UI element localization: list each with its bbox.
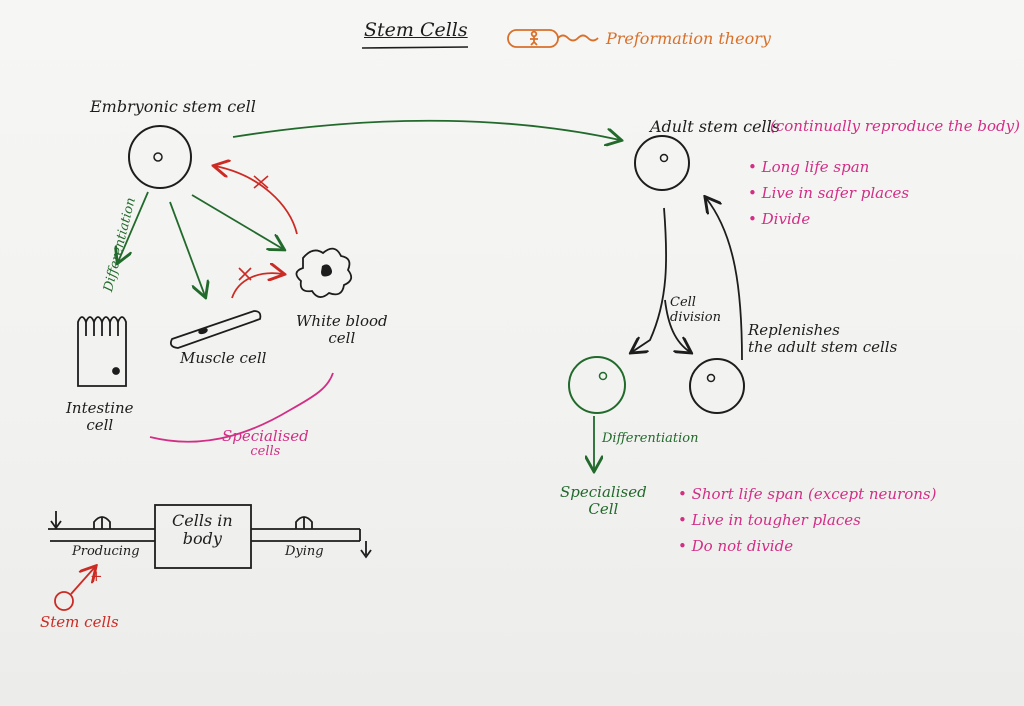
specialised-cell-label: Specialised Cell (560, 483, 647, 519)
daughter-cell-specialising (568, 356, 626, 414)
arrow-replenishes (706, 198, 743, 361)
muscle-cell-label: Muscle cell (180, 349, 267, 367)
white-blood-cell-label: White blood cell (296, 312, 388, 348)
dying-label: Dying (285, 544, 324, 559)
cells-in-body-label: Cells in body (172, 511, 233, 549)
cells-in-body-line1: Cells in (172, 511, 233, 530)
replenishes-label: Replenishes the adult stem cells (748, 321, 898, 357)
arrow-division-right (664, 299, 690, 352)
intestine-label-line1: Intestine (66, 399, 134, 417)
adult-trait-item: • Live in safer places (748, 184, 910, 202)
arrow-to-white-blood (191, 194, 283, 249)
arrow-to-intestine (118, 191, 149, 262)
embryonic-stem-cell (128, 125, 192, 189)
arrow-division-left (632, 207, 668, 352)
cell-division-label: Cell division (670, 295, 722, 326)
arrow-to-muscle (169, 201, 205, 296)
replenishes-line2: the adult stem cells (748, 338, 898, 357)
specialised-cells-label: Specialised cells (222, 427, 309, 460)
adult-stem-cells-label: Adult stem cells (650, 117, 780, 136)
specialised-trait-item: • Live in tougher places (678, 511, 861, 529)
replenishes-line1: Replenishes (748, 321, 840, 339)
muscle-cell (169, 310, 262, 349)
producing-label: Producing (72, 544, 140, 559)
stem-cells-label: Stem cells (40, 613, 119, 631)
adult-traits-list: • Long life span • Live in safer places … (748, 158, 909, 236)
specialised-cell-line1: Specialised (560, 483, 647, 501)
blocked-arrow-muscle-to-white-blood (231, 268, 283, 299)
cell-division-line1: Cell (670, 295, 696, 310)
blocked-arrow-to-embryonic (215, 166, 298, 235)
specialised-trait-item: • Short life span (except neurons) (678, 485, 937, 503)
stem-cells-feed (54, 567, 95, 611)
embryonic-stem-cell-label: Embryonic stem cell (90, 97, 256, 116)
specialised-cells-line2: cells (250, 444, 281, 460)
intestine-cell-label: Intestine cell (66, 399, 134, 435)
specialised-traits-list: • Short life span (except neurons) • Liv… (678, 485, 937, 563)
adult-trait-item: • Long life span (748, 158, 870, 176)
specialised-cells-line1: Specialised (222, 427, 309, 445)
white-blood-label-line1: White blood (296, 312, 388, 330)
specialised-cells-bracket (149, 372, 334, 443)
preformation-theory-label: Preformation theory (606, 29, 771, 48)
page-title: Stem Cells (364, 19, 468, 41)
intestine-cell (77, 316, 127, 387)
cell-division-line2: division (670, 309, 722, 325)
title-underline (361, 46, 469, 49)
adult-trait-item: • Divide (748, 210, 811, 228)
differentiation-label-right: Differentiation (602, 431, 699, 446)
adult-stem-cells-note: (continually reproduce the body) (770, 117, 1020, 135)
cells-in-body-line2: body (182, 529, 222, 549)
daughter-cell-stem (689, 358, 745, 414)
white-blood-label-line2: cell (328, 329, 356, 348)
intestine-label-line2: cell (86, 416, 114, 435)
specialised-cell-line2: Cell (588, 500, 619, 519)
flow-pipe (48, 504, 372, 569)
white-blood-cell (295, 247, 353, 298)
preformation-icon (507, 29, 599, 48)
arrow-embryonic-to-adult (232, 119, 620, 140)
plus-sign: + (90, 567, 103, 585)
specialised-trait-item: • Do not divide (678, 537, 794, 555)
adult-stem-cell (634, 135, 690, 191)
